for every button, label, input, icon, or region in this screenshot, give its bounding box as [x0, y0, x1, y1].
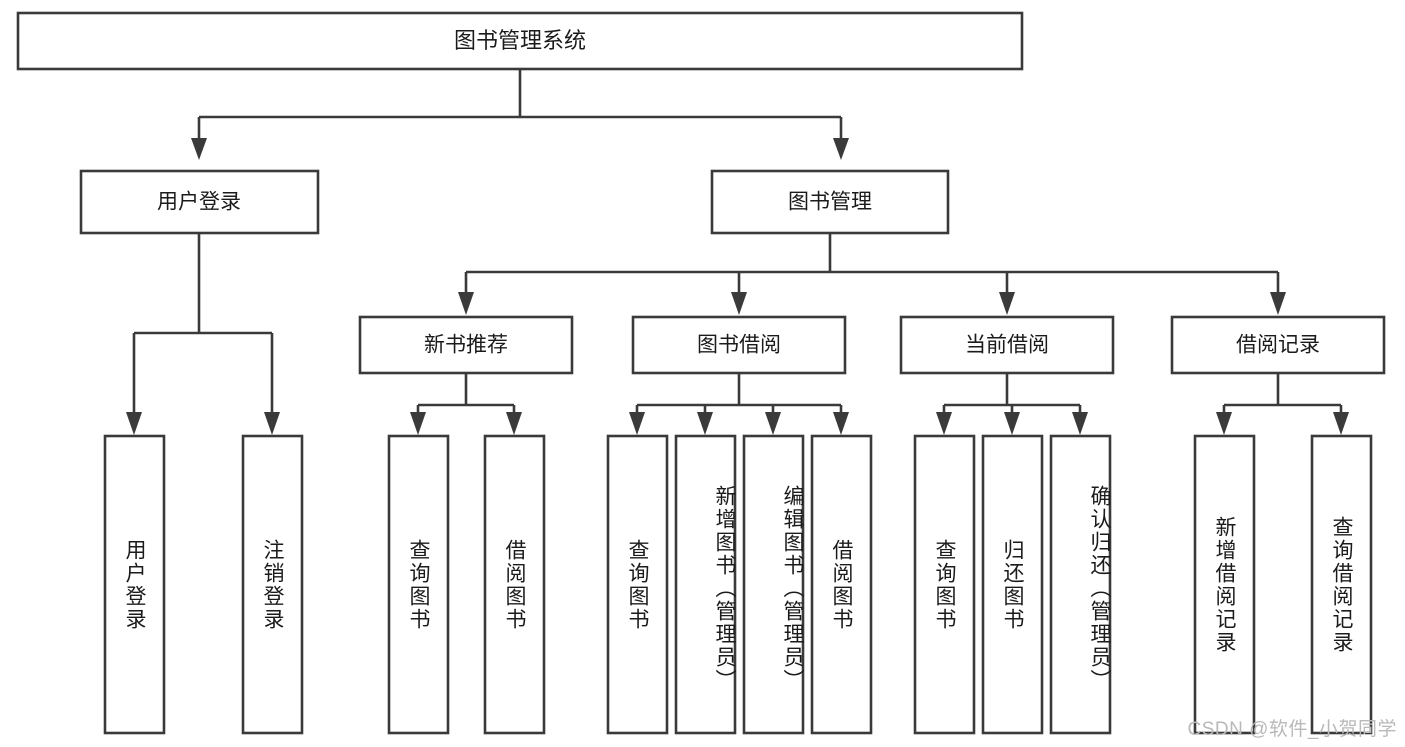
arrow-head-leaf-query-book-3: [936, 412, 952, 435]
leaf-box-confirm-return[interactable]: [1049, 434, 1112, 735]
node-user-login-rect[interactable]: [79, 169, 320, 235]
connector-root-split: [191, 69, 849, 160]
arrow-head-leaf-logout: [264, 412, 280, 435]
arrow-head-leaf-confirm-return: [1072, 412, 1088, 435]
arrow-head-leaf-query-record: [1333, 412, 1349, 435]
node-book-borrow-label: 图书借阅: [697, 334, 781, 357]
connector-current-borrow-split: [936, 373, 1088, 435]
leaf-box-borrow-book-1[interactable]: [483, 434, 546, 735]
leaf-box-logout[interactable]: [241, 434, 304, 735]
connector-new-book-rec-split: [410, 373, 522, 435]
leaf-box-return-book[interactable]: [981, 434, 1044, 735]
leaf-box-edit-book[interactable]: [742, 434, 805, 735]
leaf-box-user-login[interactable]: [103, 434, 166, 735]
watermark-text: CSDN @软件_小贺同学: [1187, 719, 1397, 740]
node-root[interactable]: 图书管理系统: [16, 11, 1024, 71]
arrow-head-leaf-user-login: [126, 412, 142, 435]
node-new-book-rec-label: 新书推荐: [424, 334, 508, 357]
node-current-borrow-label: 当前借阅: [965, 334, 1049, 357]
connector-user-login-split: [126, 233, 280, 435]
arrow-head-leaf-borrow-book-1: [506, 412, 522, 435]
arrow-head-new-book-rec: [458, 292, 474, 315]
node-new-book-rec[interactable]: 新书推荐: [358, 315, 574, 375]
arrow-head-to-book-manage: [833, 138, 849, 160]
node-current-borrow-rect[interactable]: [899, 315, 1115, 375]
arrow-head-current-borrow: [999, 292, 1015, 315]
node-current-borrow[interactable]: 当前借阅: [899, 315, 1115, 375]
node-borrow-record-label: 借阅记录: [1236, 334, 1320, 357]
arrow-head-leaf-borrow-book-2: [833, 412, 849, 435]
arrow-head-leaf-add-record: [1216, 412, 1232, 435]
arrow-head-borrow-record: [1270, 292, 1286, 315]
connector-book-manage-split: [458, 233, 1286, 315]
leaf-box-query-record[interactable]: [1310, 434, 1373, 735]
node-book-borrow[interactable]: 图书借阅: [631, 315, 847, 375]
arrow-head-leaf-add-book: [697, 412, 713, 435]
arrow-head-to-user-login: [191, 138, 207, 160]
node-root-label: 图书管理系统: [454, 28, 586, 53]
connector-borrow-record-split: [1216, 373, 1349, 435]
node-new-book-rec-rect[interactable]: [358, 315, 574, 375]
node-user-login[interactable]: 用户登录: [79, 169, 320, 235]
leaf-box-query-book-3[interactable]: [913, 434, 976, 735]
leaf-box-borrow-book-2[interactable]: [810, 434, 873, 735]
arrow-head-leaf-edit-book: [765, 412, 781, 435]
leaf-box-query-book-1[interactable]: [387, 434, 450, 735]
arrow-head-book-borrow: [731, 292, 747, 315]
arrow-head-leaf-query-book-2: [629, 412, 645, 435]
node-book-manage-label: 图书管理: [788, 191, 872, 214]
arrow-head-leaf-query-book-1: [410, 412, 426, 435]
arrow-head-leaf-return-book: [1004, 412, 1020, 435]
node-borrow-record[interactable]: 借阅记录: [1170, 315, 1386, 375]
leaf-box-query-book-2[interactable]: [606, 434, 669, 735]
node-user-login-label: 用户登录: [157, 191, 241, 214]
node-book-manage[interactable]: 图书管理: [710, 169, 950, 235]
leaf-box-add-book[interactable]: [674, 434, 737, 735]
node-root-rect[interactable]: [16, 11, 1024, 71]
connector-book-borrow-split: [629, 373, 849, 435]
leaf-box-add-record[interactable]: [1193, 434, 1256, 735]
